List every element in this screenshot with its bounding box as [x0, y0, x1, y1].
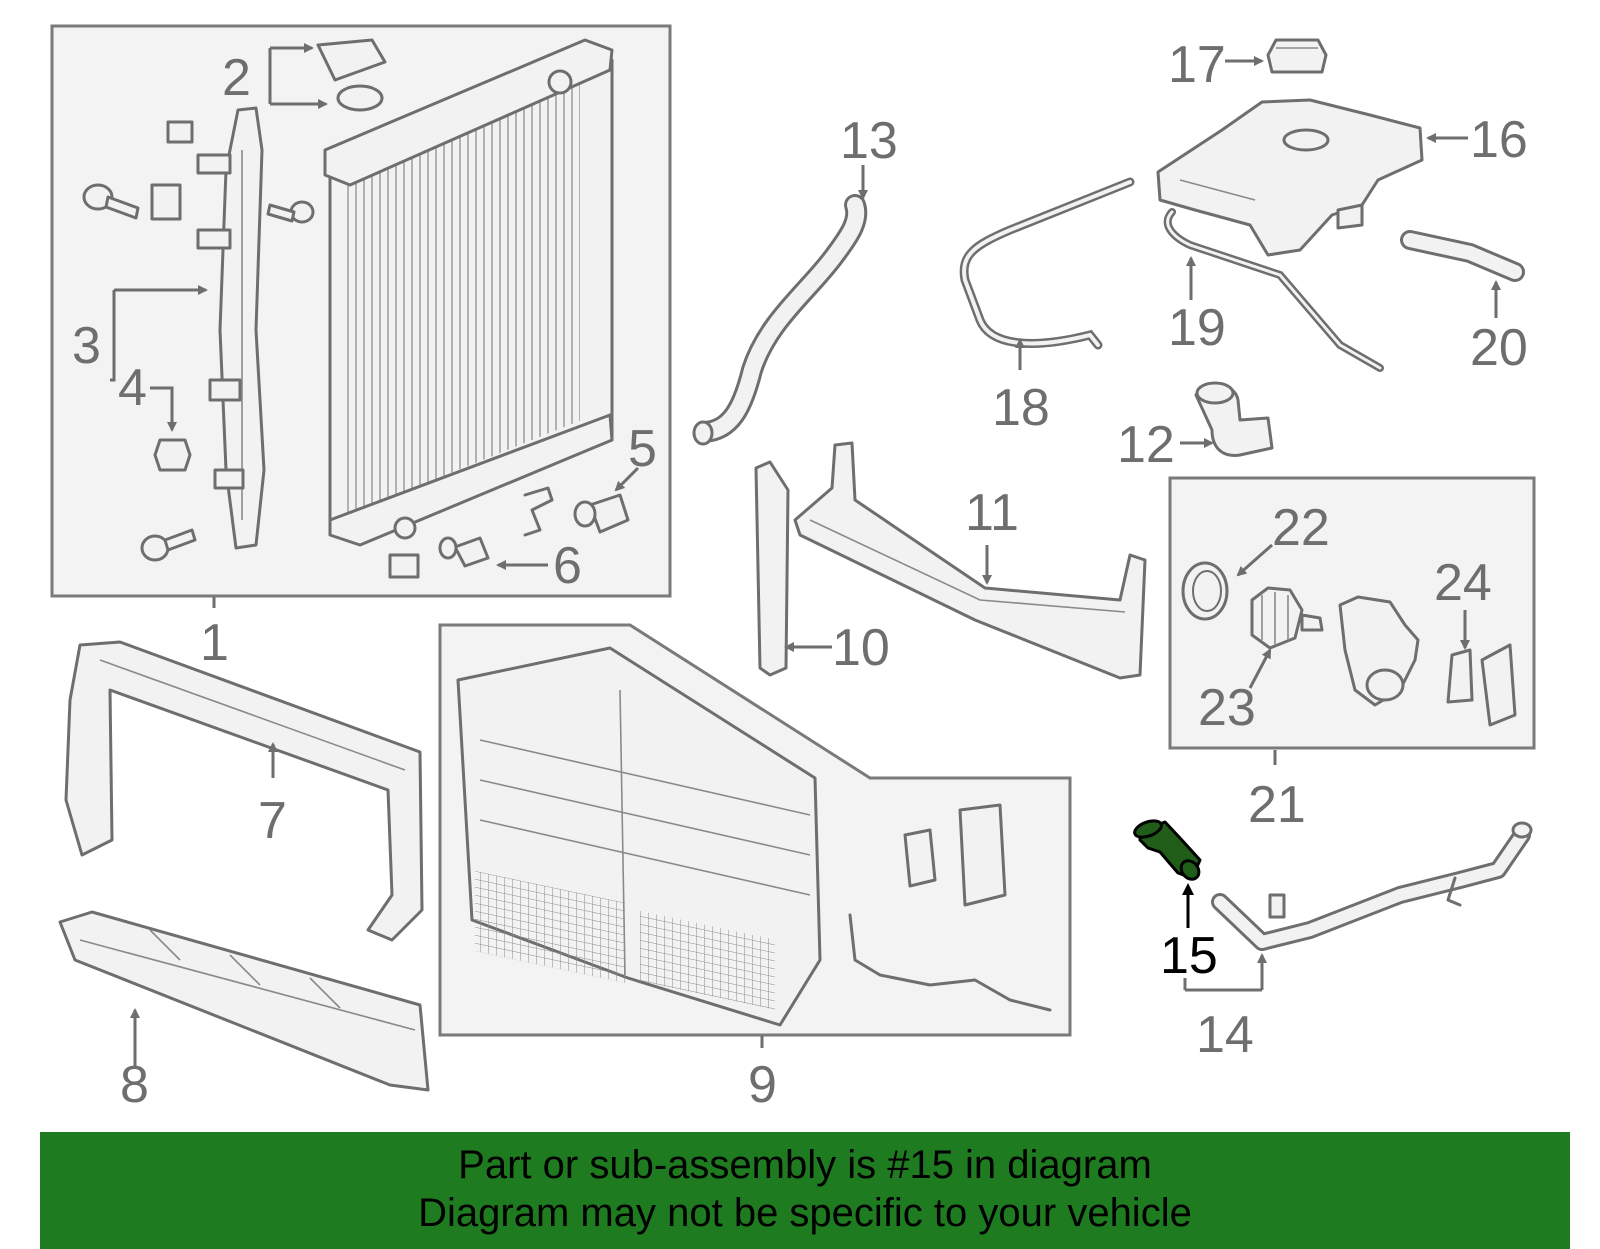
insulator-parts [316, 38, 387, 112]
callout-5: 5 [628, 420, 657, 478]
lower-air-deflector-8 [58, 910, 430, 1092]
radiator-assembly-group [50, 24, 672, 598]
callout-23: 23 [1198, 679, 1256, 737]
radiator [323, 38, 614, 547]
callout-1: 1 [200, 614, 229, 672]
air-baffle-11 [793, 441, 1147, 680]
sensor-5 [573, 493, 630, 534]
callout-9: 9 [748, 1056, 777, 1114]
small-hose-clip [523, 486, 554, 537]
bracket-24 [1446, 643, 1517, 727]
air-baffle-10 [754, 460, 790, 677]
banner-line-2: Diagram may not be specific to your vehi… [418, 1191, 1192, 1235]
callout-16: 16 [1470, 111, 1528, 169]
callout-3: 3 [72, 317, 101, 375]
callout-15: 15 [1160, 927, 1218, 985]
upper-radiator-hose-13 [692, 194, 868, 446]
air-shutter [456, 646, 822, 1027]
callout-13: 13 [840, 112, 898, 170]
coolant-pipe-14 [1211, 821, 1533, 951]
callout-11: 11 [965, 484, 1019, 542]
shutter-assembly-group [438, 623, 1072, 1037]
gasket-22 [1181, 561, 1229, 621]
callout-21: 21 [1248, 776, 1306, 834]
callout-6: 6 [553, 537, 582, 595]
callout-4-leader [150, 386, 177, 432]
hose-elbow-12 [1194, 381, 1274, 457]
callout-2-leader [268, 43, 328, 109]
callout-22: 22 [1272, 499, 1330, 557]
callout-23-leader [1248, 648, 1272, 689]
bracket-clip [150, 183, 182, 221]
callout-14: 14 [1196, 1006, 1254, 1064]
radiator-cap-17 [1266, 38, 1328, 74]
callout-14-leader [1183, 953, 1267, 992]
clip-part [166, 120, 194, 144]
small-bracket [388, 553, 420, 579]
callout-17: 17 [1168, 36, 1226, 94]
callout-24: 24 [1434, 554, 1492, 612]
grommet-part [153, 438, 192, 472]
thermostat-housing [1338, 595, 1420, 707]
bolt-part-3 [140, 528, 197, 562]
bypass-hose-19 [1163, 208, 1384, 372]
callout-4: 4 [118, 359, 147, 417]
bolt-part [82, 183, 140, 220]
sensor-6 [438, 536, 490, 568]
callout-8: 8 [120, 1056, 149, 1114]
callout-20: 20 [1470, 319, 1528, 377]
info-banner: Part or sub-assembly is #15 in diagram D… [40, 1132, 1570, 1249]
thermostat-assembly-group [1168, 476, 1536, 750]
shutter-wiring-harness [848, 913, 1052, 1012]
callout-5-leader [614, 466, 640, 492]
callout-19: 19 [1168, 299, 1226, 357]
callout-2: 2 [222, 49, 251, 107]
radiator-support-baffle-7 [64, 640, 424, 942]
bolt-part-2 [266, 200, 315, 224]
callout-12: 12 [1117, 416, 1175, 474]
shutter-actuator-clip [903, 803, 1007, 907]
hose-20 [1400, 230, 1525, 282]
callout-22-leader [1236, 543, 1273, 577]
coolant-reservoir-16 [1156, 98, 1424, 257]
callout-10: 10 [832, 619, 890, 677]
callout-18: 18 [992, 379, 1050, 437]
callout-7: 7 [258, 792, 287, 850]
overflow-hose-18 [959, 177, 1135, 350]
highlighted-hose-15 [1133, 819, 1202, 881]
thermostat-23 [1250, 586, 1324, 650]
radiator-side-bracket [196, 106, 266, 550]
banner-line-1: Part or sub-assembly is #15 in diagram [458, 1143, 1152, 1187]
callout-3-leader [110, 285, 208, 382]
